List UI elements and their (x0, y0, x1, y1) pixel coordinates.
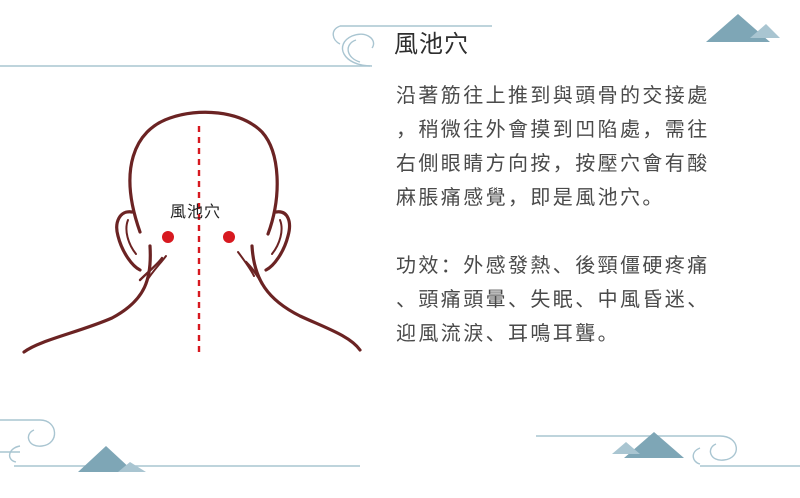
effects-line: 功效：外感發熱、後頸僵硬疼痛 (396, 253, 710, 277)
acupoint-label: 風池穴 (170, 202, 222, 221)
description-line: ，稍微往外會摸到凹陷處，需往 (396, 117, 710, 141)
right-shoulder (250, 244, 362, 352)
mountain-decor-bottom-left (78, 446, 134, 472)
wave-decor-bottom-left (0, 419, 360, 467)
description-line: 麻脹痛感覺，即是風池穴。 (396, 185, 665, 209)
mountain-decor-bottom-left-small (118, 462, 146, 472)
head-illustration (22, 110, 362, 354)
acupoint-right (223, 231, 235, 243)
head-outline (128, 110, 279, 236)
description-block: 沿著筋往上推到與頭骨的交接處 ，稍微往外會摸到凹陷處，需往 右側眼睛方向按，按壓… (396, 78, 736, 350)
mountain-decor-bottom-right-small (612, 442, 640, 454)
acupoint-left (162, 231, 174, 243)
mountain-decor-bottom-right (624, 432, 684, 458)
right-ear (264, 210, 292, 272)
wave-decor-bottom-right (536, 435, 800, 467)
mountain-decor-top-right-small (750, 24, 780, 38)
effects-line: 迎風流淚、耳鳴耳聾。 (396, 321, 620, 345)
effects-line: 、頭痛頭暈、失眠、中風昏迷、 (396, 287, 710, 311)
description-line: 右側眼睛方向按，按壓穴會有酸 (396, 151, 710, 175)
left-ear (115, 210, 142, 272)
wave-decor-top (0, 25, 492, 67)
page-title: 風池穴 (394, 30, 469, 58)
description-line: 沿著筋往上推到與頭骨的交接處 (396, 83, 710, 107)
